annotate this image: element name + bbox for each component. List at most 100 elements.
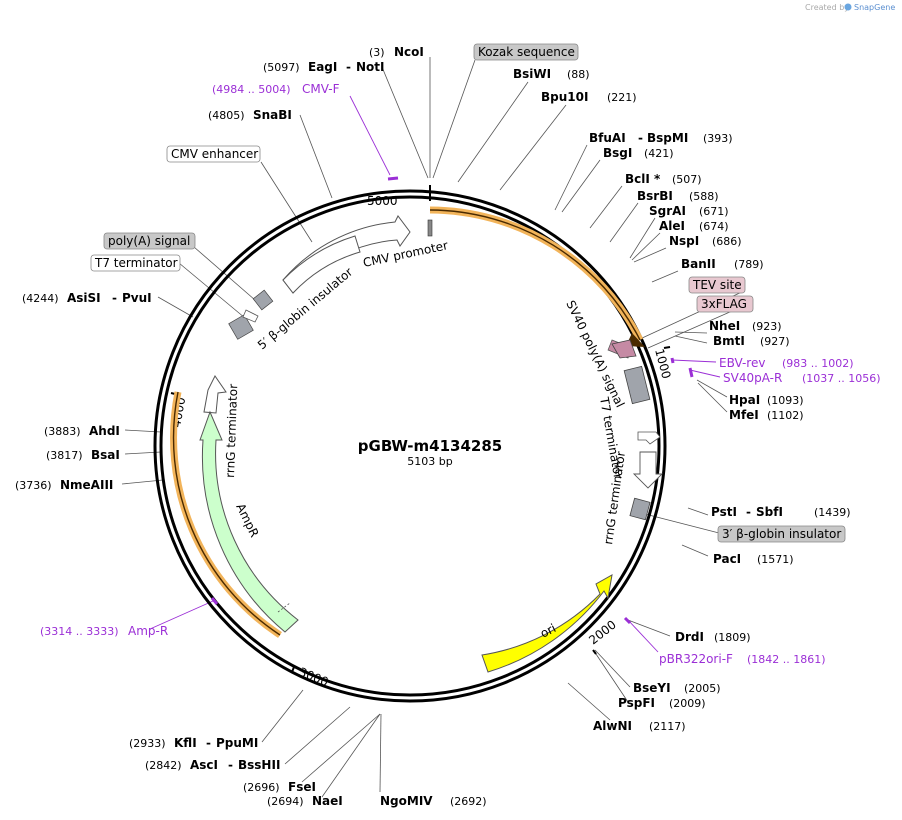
ori-arrow: [481, 574, 613, 673]
primer-pbr322: pBR322ori-F: [659, 652, 733, 666]
sv40-polya-block: [623, 365, 651, 405]
svg-text:3xFLAG: 3xFLAG: [701, 297, 747, 311]
site-ncoi-pos: (3): [369, 46, 385, 59]
site-hpai: HpaI: [729, 393, 760, 407]
site-bspmi: BspMI: [647, 131, 688, 145]
site-naei-pos: (2694): [267, 795, 304, 808]
site-fsei: FseI: [288, 780, 316, 794]
credit-brand: SnapGene: [854, 3, 895, 12]
box-tev-site: TEV site: [688, 276, 746, 294]
site-asisi: AsiSI: [67, 291, 101, 305]
t7-terminator-left-arrow: [242, 309, 259, 323]
site-ppumi-dash: -: [206, 736, 211, 750]
site-bsgi-pos: (421): [644, 147, 674, 160]
ampr-orf-arc: [172, 391, 281, 636]
site-banii-pos: (789): [734, 258, 764, 271]
box-t7-terminator: T7 terminator: [90, 254, 181, 272]
site-bfuai-pos: (393): [703, 132, 733, 145]
site-bmti-pos: (927): [760, 335, 790, 348]
ticks: [170, 185, 671, 673]
site-sgrai-pos: (671): [699, 205, 729, 218]
primer-cmvf: CMV-F: [302, 82, 340, 96]
site-pspfi: PspFI: [618, 696, 655, 710]
site-nmeaiii-pos: (3736): [15, 479, 52, 492]
box-beta-globin-3: 3′ β-globin insulator: [717, 525, 846, 543]
site-eagi-pos: (5097): [263, 61, 300, 74]
site-ahdi-pos: (3883): [44, 425, 81, 438]
site-nhei: NheI: [709, 319, 740, 333]
primer-ebvrev: EBV-rev: [719, 356, 765, 370]
site-ahdi: AhdI: [89, 424, 120, 438]
backbone-outer-circle: [153, 189, 667, 703]
site-noti: NotI: [356, 60, 385, 74]
site-nhei-pos: (923): [752, 320, 782, 333]
site-asci-pos: (2842): [145, 759, 182, 772]
site-bcli: BclI *: [625, 172, 661, 186]
site-nspi: NspI: [669, 234, 699, 248]
primer-sv40par-pos: (1037 .. 1056): [802, 372, 881, 385]
site-mfei: MfeI: [729, 408, 759, 422]
site-noti-dash: -: [346, 60, 351, 74]
plasmid-name: pGBW-m4134285: [358, 437, 502, 455]
site-hpai-pos: (1093): [767, 394, 804, 407]
site-sgrai: SgrAI: [649, 204, 686, 218]
svg-text:3′ β-globin insulator: 3′ β-globin insulator: [722, 527, 841, 541]
site-asci: AscI: [190, 758, 218, 772]
plasmid-size: 5103 bp: [407, 455, 452, 468]
primer-marks: [210, 176, 694, 625]
feat-rrng-right: rrnG terminator: [601, 450, 628, 545]
primer-ampr: Amp-R: [128, 624, 168, 638]
polya-block: [228, 314, 254, 340]
site-sbfi-dash: -: [746, 505, 751, 519]
site-drdi-pos: (1809): [714, 631, 751, 644]
site-bsiwi-pos: (88): [567, 68, 590, 81]
site-alwni: AlwNI: [593, 719, 632, 733]
site-banii: BanII: [681, 257, 716, 271]
site-ppumi: PpuMI: [216, 736, 258, 750]
rrng-left-arrow: [203, 375, 227, 414]
ampr-arrow: [199, 410, 299, 633]
backbone-inner-circle: [159, 195, 661, 697]
site-naei: NaeI: [312, 794, 343, 808]
site-drdi: DrdI: [675, 630, 704, 644]
site-asisi-pos: (4244): [22, 292, 59, 305]
site-sbfi: SbfI: [756, 505, 783, 519]
site-fsei-pos: (2696): [243, 781, 280, 794]
svg-text:poly(A) signal: poly(A) signal: [108, 234, 190, 248]
site-alwni-pos: (2117): [649, 720, 686, 733]
site-bspmi-dash: -: [638, 131, 643, 145]
svg-text:T7 terminator: T7 terminator: [94, 256, 178, 270]
credit-prefix: Created by: [805, 3, 849, 12]
box-flag: 3xFLAG: [696, 295, 754, 313]
box-kozak: Kozak sequence: [473, 43, 579, 61]
site-nspi-pos: (686): [712, 235, 742, 248]
feat-ampr: AmpR: [233, 501, 261, 539]
site-pvui: PvuI: [122, 291, 152, 305]
site-snabi: SnaBI: [253, 108, 292, 122]
svg-text:Kozak sequence: Kozak sequence: [478, 45, 575, 59]
site-alei: AleI: [659, 219, 685, 233]
beta-globin-5-block: [252, 289, 274, 311]
svg-text:CMV enhancer: CMV enhancer: [171, 147, 258, 161]
site-bpu10i: Bpu10I: [541, 90, 588, 104]
primer-sv40par: SV40pA-R: [723, 371, 782, 385]
tick-3000: 3000: [297, 665, 331, 689]
site-bsshii: BssHII: [238, 758, 280, 772]
kozak-marker: [427, 219, 433, 237]
site-bsiwi: BsiWI: [513, 67, 551, 81]
site-ngomiv: NgoMIV: [380, 794, 433, 808]
site-bpu10i-pos: (221): [607, 91, 637, 104]
site-bsai-pos: (3817): [46, 449, 83, 462]
orf-arc: [429, 209, 641, 341]
site-bsai: BsaI: [91, 448, 120, 462]
box-cmv-enhancer: CMV enhancer: [166, 145, 261, 163]
site-kfli-pos: (2933): [129, 737, 166, 750]
primer-cmvf-pos: (4984 .. 5004): [212, 83, 291, 96]
feat-ori: ori: [538, 621, 558, 641]
site-kfli: KflI: [174, 736, 197, 750]
primer-pbr322-pos: (1842 .. 1861): [747, 653, 826, 666]
site-nmeaiii: NmeAIII: [60, 478, 113, 492]
site-snabi-pos: (4805): [208, 109, 245, 122]
rrng-right-arrow: [632, 451, 664, 489]
